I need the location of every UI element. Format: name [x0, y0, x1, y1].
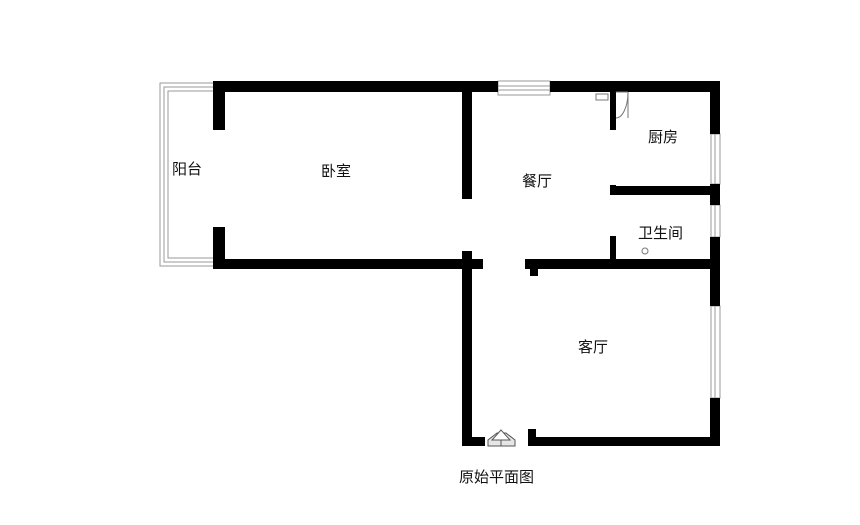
kitchen-door [595, 91, 629, 119]
room-label-dining: 餐厅 [522, 172, 553, 190]
room-label-kitchen: 厨房 [648, 128, 679, 146]
kitchen-window [710, 133, 721, 185]
plan-caption: 原始平面图 [459, 468, 535, 486]
room-label-living: 客厅 [578, 338, 609, 356]
bathroom-window [710, 204, 721, 238]
balcony-window-frame [159, 82, 213, 267]
entrance-arrow-icon [487, 429, 516, 447]
room-label-bathroom: 卫生间 [638, 224, 684, 242]
room-label-bedroom: 卧室 [321, 162, 352, 180]
walls [213, 81, 720, 446]
living-window [710, 305, 721, 399]
room-label-balcony: 阳台 [172, 160, 203, 178]
dining-window [497, 80, 551, 96]
floor-drain-icon [641, 247, 649, 255]
